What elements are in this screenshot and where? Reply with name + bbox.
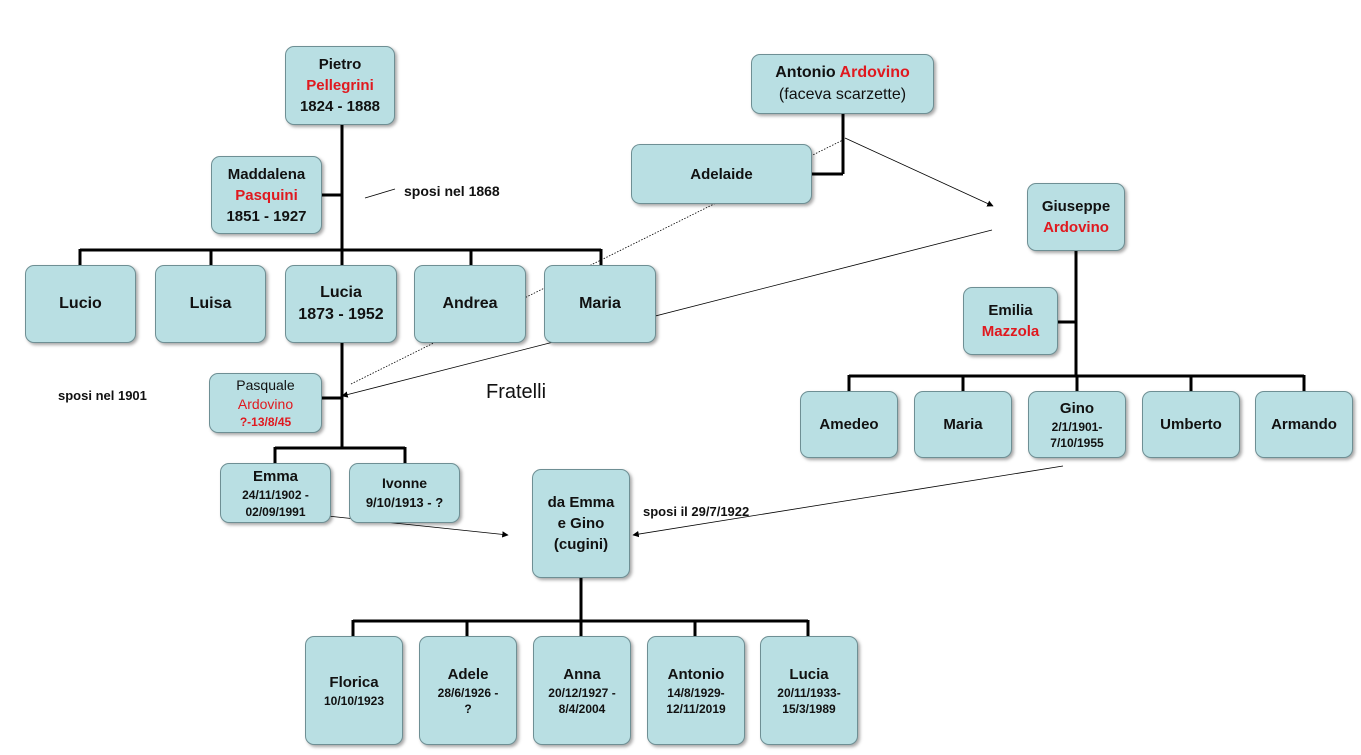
label-sposi-1922: sposi il 29/7/1922	[643, 504, 750, 519]
person-giuseppe-ardovino: Giuseppe Ardovino	[1027, 183, 1125, 251]
person-maria-pellegrini: Maria	[544, 265, 656, 343]
person-adele: Adele 28/6/1926 - ?	[419, 636, 517, 745]
name: Luisa	[189, 294, 232, 312]
name: Adelaide	[690, 165, 753, 183]
first-name: Emilia	[988, 302, 1033, 319]
name: Lucio	[59, 294, 102, 312]
dates-line1: 24/11/1902 -	[242, 488, 309, 503]
surname: Ardovino	[1043, 219, 1109, 236]
dates-line1: 20/12/1927 -	[548, 685, 616, 700]
dates-line2: 7/10/1955	[1050, 436, 1104, 450]
dates-line2: 8/4/2004	[558, 702, 606, 716]
person-maddalena-pasquini: Maddalena Pasquini 1851 - 1927	[211, 156, 322, 234]
person-antonio-ardovino: Antonio Ardovino (faceva scarzette)	[751, 54, 934, 114]
first-name: Pasquale	[236, 377, 295, 394]
dates: ?-13/8/45	[239, 414, 292, 429]
couple-emma-gino: da Emma e Gino (cugini)	[532, 469, 630, 578]
dates-line2: 02/09/1991	[245, 504, 306, 519]
dates: 1851 - 1927	[226, 207, 307, 225]
person-maria-ardovino: Maria	[914, 391, 1012, 458]
first-name: Giuseppe	[1041, 198, 1111, 215]
surname: Pellegrini	[306, 77, 374, 94]
name: Ivonne	[381, 475, 428, 492]
line1: da Emma	[547, 494, 615, 511]
dates-line1: 20/11/1933-	[777, 685, 841, 700]
name: Antonio	[667, 665, 725, 683]
label-sposi-1901: sposi nel 1901	[58, 388, 147, 403]
person-amedeo: Amedeo	[800, 391, 898, 458]
surname: Pasquini	[235, 186, 298, 204]
name: Andrea	[442, 294, 498, 312]
dates-line2: 15/3/1989	[782, 702, 836, 716]
name: Adele	[447, 665, 489, 683]
person-emma: Emma 24/11/1902 - 02/09/1991	[220, 463, 331, 523]
person-anna: Anna 20/12/1927 - 8/4/2004	[533, 636, 631, 745]
name: Umberto	[1160, 416, 1222, 433]
name: Gino	[1059, 399, 1095, 417]
person-antonio-1929: Antonio 14/8/1929- 12/11/2019	[647, 636, 745, 745]
person-florica: Florica 10/10/1923	[305, 636, 403, 745]
person-ivonne: Ivonne 9/10/1913 - ?	[349, 463, 460, 523]
dates-line1: 14/8/1929-	[667, 685, 725, 700]
dates: 10/10/1923	[323, 693, 385, 708]
giuseppe-to-pasquale-arrow	[341, 229, 993, 398]
label-sposi-1868: sposi nel 1868	[404, 183, 500, 199]
dates-line1: 2/1/1901-	[1051, 419, 1103, 434]
person-emilia-mazzola: Emilia Mazzola	[963, 287, 1058, 355]
first-name: Antonio	[775, 63, 836, 81]
dates-line2: ?	[464, 702, 472, 716]
person-andrea: Andrea	[414, 265, 526, 343]
first-name: Pietro	[318, 56, 362, 73]
dates: 9/10/1913 - ?	[365, 494, 444, 510]
sposi-1868-dash	[364, 188, 396, 199]
first-name: Maddalena	[227, 165, 306, 183]
person-luisa: Luisa	[155, 265, 266, 343]
dates: 1873 - 1952	[298, 306, 384, 323]
surname: Ardovino	[237, 395, 294, 412]
name: Armando	[1271, 416, 1337, 433]
antonio-to-giuseppe-arrow	[844, 137, 994, 207]
name: Maria	[579, 294, 621, 312]
person-pasquale-ardovino: Pasquale Ardovino ?-13/8/45	[209, 373, 322, 433]
note: (faceva scarzette)	[778, 86, 907, 103]
dates-line1: 28/6/1926 -	[437, 685, 499, 700]
surname: Mazzola	[981, 323, 1040, 340]
person-armando: Armando	[1255, 391, 1353, 458]
surname: Ardovino	[839, 63, 910, 81]
person-pietro-pellegrini: Pietro Pellegrini 1824 - 1888	[285, 46, 395, 125]
person-lucio: Lucio	[25, 265, 136, 343]
label-fratelli: Fratelli	[486, 381, 547, 403]
gino-to-couple-arrow	[632, 465, 1064, 538]
line3: (cugini)	[553, 536, 609, 553]
name: Emma	[252, 468, 299, 486]
name: Florica	[329, 673, 379, 691]
dates: 1824 - 1888	[299, 98, 381, 115]
person-gino: Gino 2/1/1901- 7/10/1955	[1028, 391, 1126, 458]
line2: e Gino	[557, 515, 605, 532]
name: Maria	[943, 416, 983, 433]
person-adelaide: Adelaide	[631, 144, 812, 204]
name: Lucia	[789, 665, 829, 683]
dates-line2: 12/11/2019	[666, 702, 726, 716]
person-lucia-1933: Lucia 20/11/1933- 15/3/1989	[760, 636, 858, 745]
name: Lucia	[320, 283, 362, 301]
person-lucia-1873: Lucia 1873 - 1952	[285, 265, 397, 343]
person-umberto: Umberto	[1142, 391, 1240, 458]
name: Amedeo	[819, 416, 879, 433]
name: Anna	[563, 665, 601, 683]
